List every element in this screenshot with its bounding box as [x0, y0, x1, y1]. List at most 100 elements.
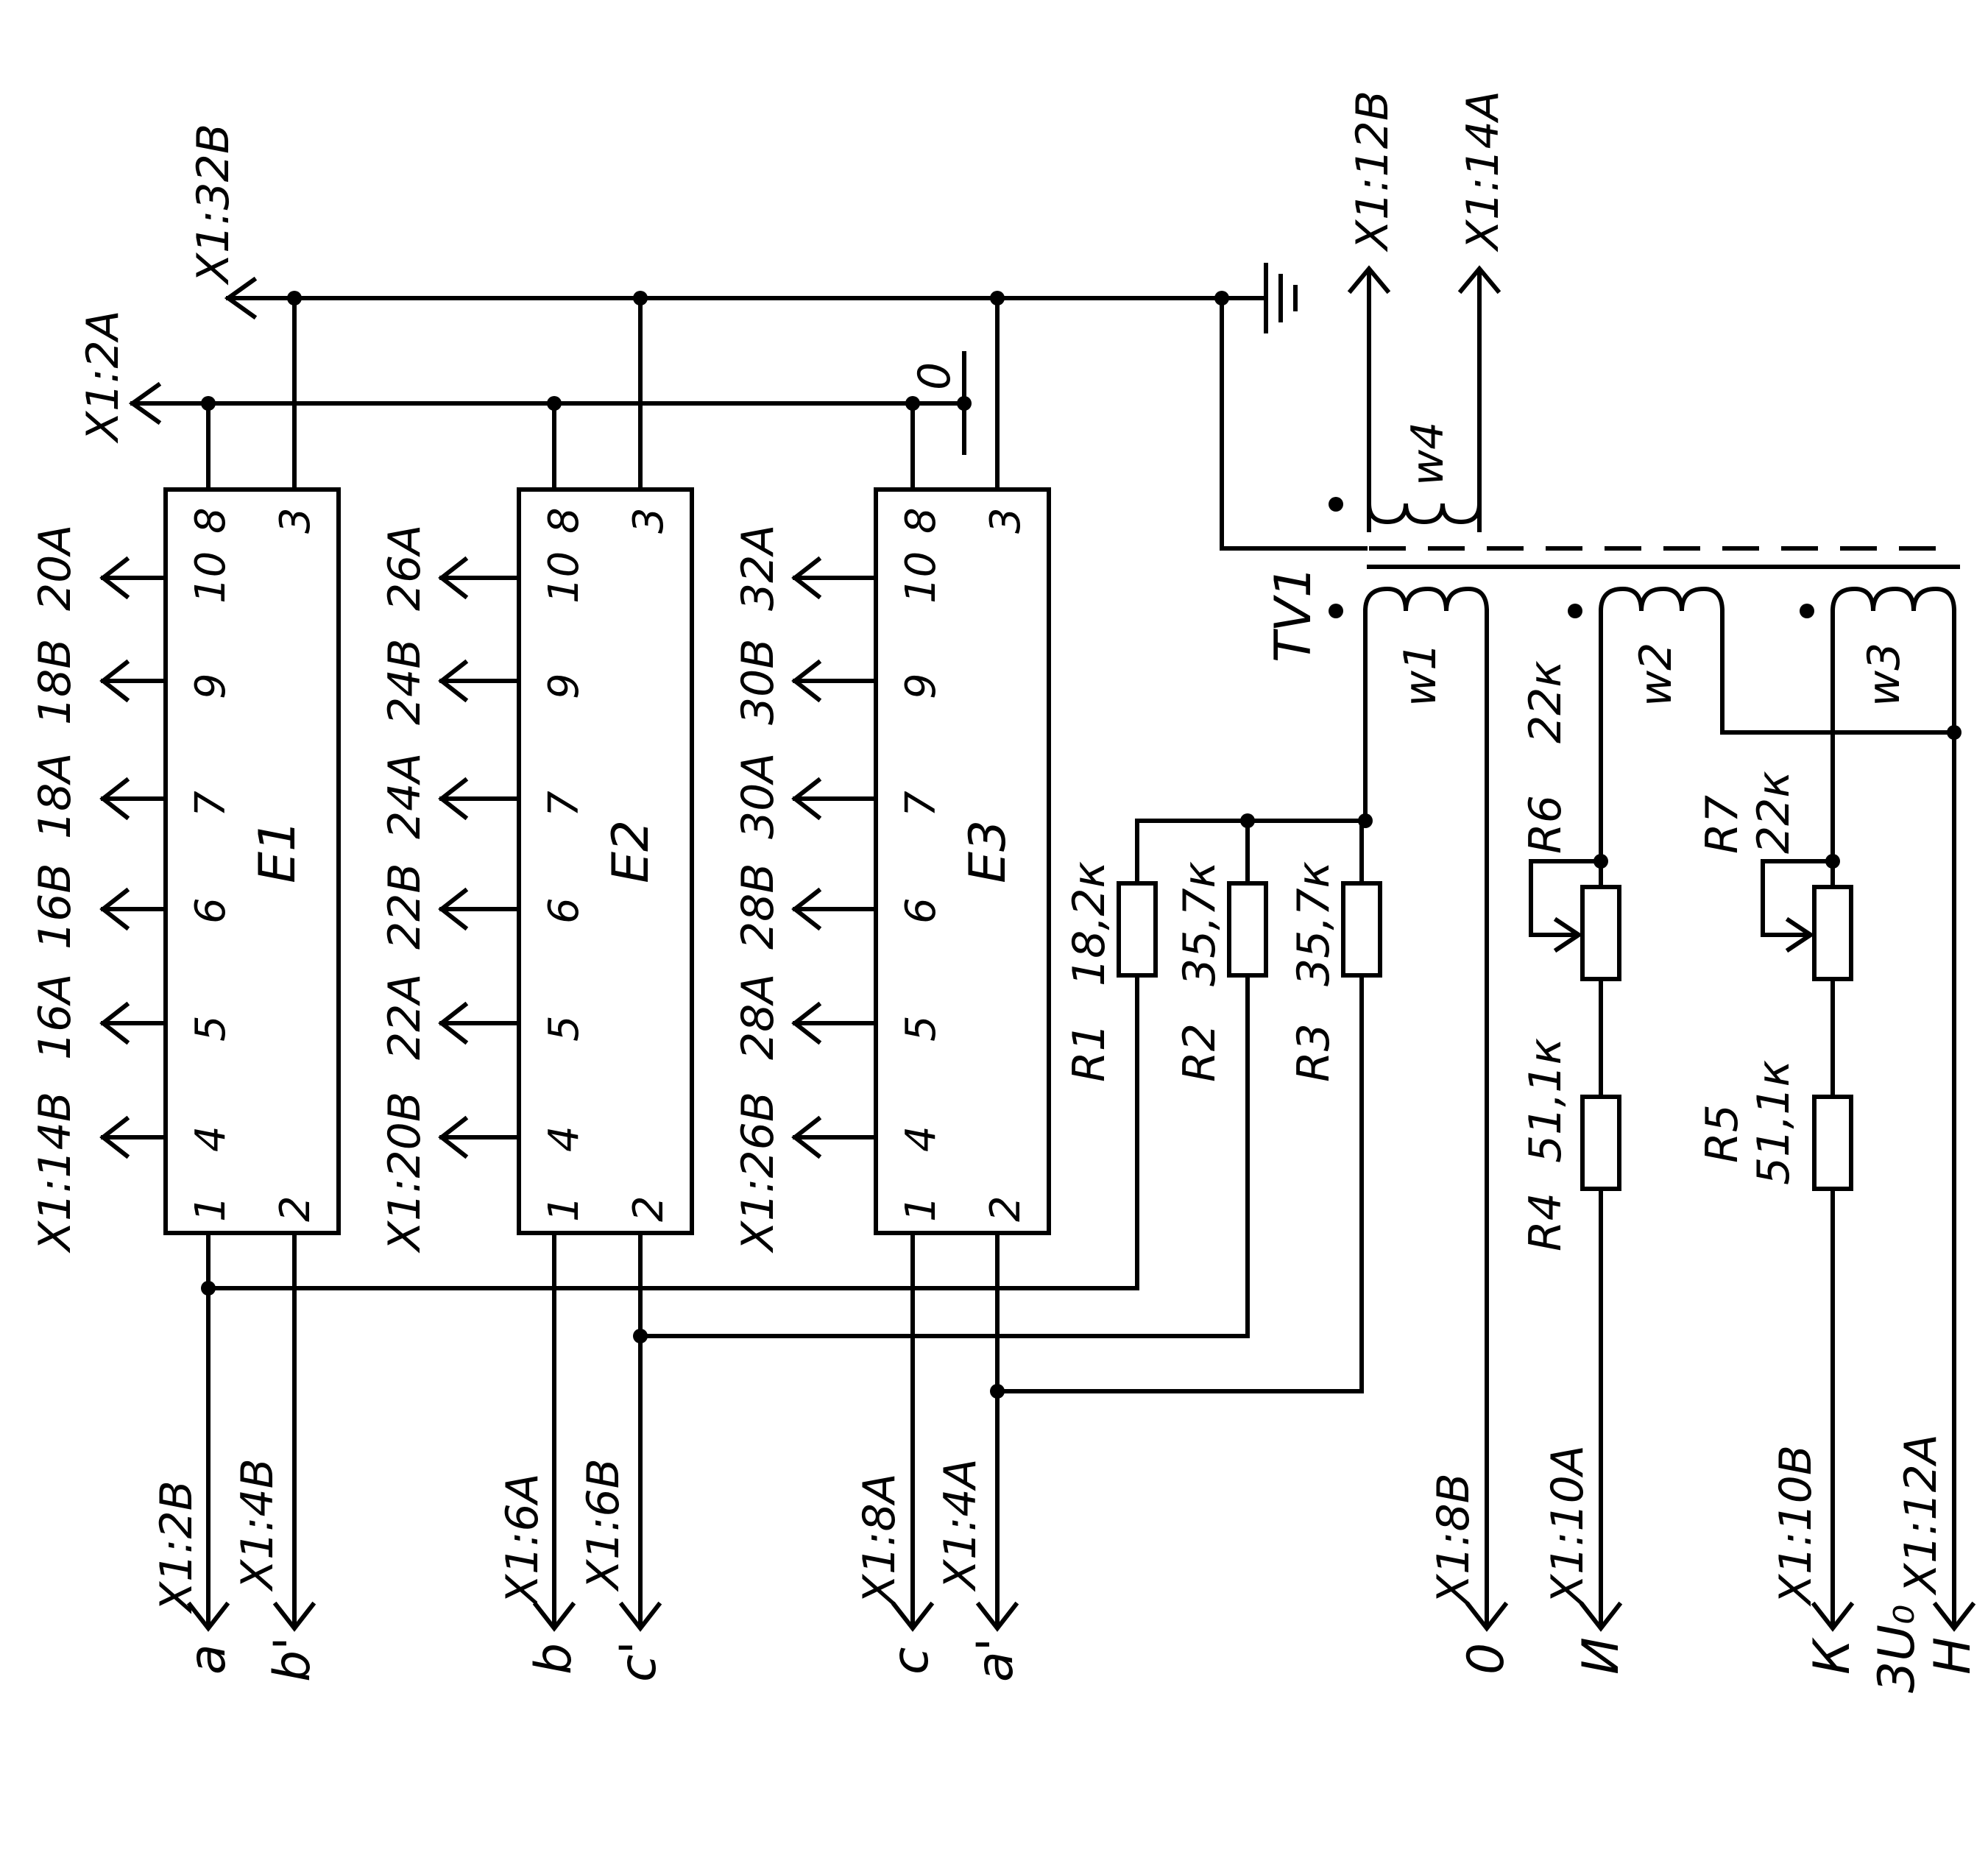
- pin-label-e3-6: 6: [897, 897, 945, 924]
- pin-label-e3-1: 1: [897, 1195, 945, 1222]
- pin-label-e3-9: 9: [897, 673, 945, 699]
- pin-label-e3-8: 8: [897, 507, 945, 534]
- phase-label-a: a: [179, 1644, 237, 1675]
- pin-label-e2-3: 3: [625, 507, 673, 534]
- conn-label-x1-2b: X1:2B: [151, 1480, 202, 1614]
- output-label-e1-4: X1:14B: [29, 1092, 81, 1254]
- resistor-name-r7: R7: [1697, 795, 1748, 854]
- block-e2: E2 8 3 10 9 7 6 5 4 1 2 X1:20B 22A 22B 2…: [379, 291, 694, 1629]
- output-label-e1-9: 18B: [29, 638, 81, 725]
- resistor-value-r1: 18,2к: [1064, 861, 1115, 986]
- pin-label-e2-6: 6: [540, 897, 588, 924]
- conn-label-x1-6a: X1:6A: [497, 1473, 548, 1607]
- output-label-e2-7: 24A: [379, 753, 431, 839]
- phase-label-b: b: [525, 1643, 583, 1675]
- phase-label-c: c: [882, 1647, 940, 1675]
- output-label-e1-6: 16B: [29, 863, 81, 950]
- winding-label-w4: w4: [1402, 422, 1454, 486]
- conn-label-x1-12a: X1:12A: [1895, 1434, 1947, 1596]
- output-x1-12b: X1:12B: [1347, 91, 1398, 252]
- interconnect-wires: [201, 291, 1373, 1399]
- pin-label-e1-2: 2: [272, 1195, 319, 1222]
- pin-label-e3-7: 7: [897, 791, 945, 817]
- pin-label-e3-3: 3: [982, 507, 1030, 534]
- label-zero: 0: [909, 362, 961, 390]
- phase-label-b-prime: b': [263, 1636, 322, 1682]
- conn-label-x1-8a: X1:8A: [854, 1473, 905, 1607]
- pin-label-e3-10: 10: [897, 551, 945, 604]
- pin-label-e1-1: 1: [187, 1195, 235, 1222]
- pin-label-e2-10: 10: [540, 551, 588, 604]
- pin-label-e2-5: 5: [540, 1015, 588, 1042]
- output-label-e2-4: X1:20B: [379, 1092, 431, 1254]
- resistor-r7: R7 22к: [1697, 771, 1853, 981]
- pin-label-e1-9: 9: [187, 673, 235, 699]
- resistor-name-r2: R2: [1174, 1023, 1225, 1082]
- output-x1-14a: X1:14A: [1457, 91, 1509, 252]
- pin-label-e1-3: 3: [272, 507, 319, 534]
- pin-label-e3-2: 2: [982, 1195, 1030, 1222]
- output-label-e1-10: 20A: [29, 525, 81, 611]
- resistor-r3: R3 35,7к: [1288, 861, 1382, 1082]
- phase-label-k: К: [1803, 1637, 1861, 1675]
- phase-label-a-prime: a': [966, 1638, 1025, 1682]
- resistor-value-r3: 35,7к: [1288, 861, 1340, 986]
- transformer-tv1: w4 X1:12B X1:14A TV1 w1 w2 w3: [1264, 91, 1962, 1629]
- resistor-r4: R4 51,1к: [1520, 1038, 1621, 1251]
- output-label-e2-6: 22B: [379, 863, 431, 950]
- resistor-r1: R1 18,2к: [1064, 861, 1158, 1082]
- output-label-e2-5: 22A: [379, 974, 431, 1060]
- output-label-e3-9: 30B: [732, 638, 784, 725]
- phase-label-i: И: [1572, 1637, 1630, 1675]
- pin-label-e1-7: 7: [187, 791, 235, 817]
- pin-label-e2-7: 7: [540, 791, 588, 817]
- pin-label-e1-8: 8: [187, 507, 235, 534]
- pin-label-e3-4: 4: [897, 1126, 945, 1152]
- resistor-name-r5: R5: [1697, 1104, 1748, 1163]
- conn-label-x1-10a: X1:10A: [1542, 1445, 1593, 1607]
- output-label-e2-10: 26A: [379, 525, 431, 611]
- resistor-value-r5: 51,1к: [1748, 1060, 1800, 1185]
- resistor-r6: R6 22к: [1520, 660, 1621, 981]
- phase-label-zero: 0: [1457, 1643, 1515, 1675]
- winding-label-w1: w1: [1395, 643, 1446, 707]
- top-bus-32b: [224, 263, 1298, 333]
- winding-label-w2: w2: [1630, 643, 1682, 707]
- block-label-e2: E2: [602, 820, 660, 883]
- pin-label-e2-8: 8: [540, 507, 588, 534]
- pin-label-e1-10: 10: [187, 551, 235, 604]
- phase-label-n: Н: [1924, 1637, 1982, 1675]
- output-label-e3-10: 32A: [732, 525, 784, 611]
- e3-output-arrows: [791, 556, 878, 1159]
- pin-label-e2-1: 1: [540, 1195, 588, 1222]
- output-label-e3-4: X1:26B: [732, 1092, 784, 1254]
- resistor-name-r1: R1: [1064, 1023, 1115, 1082]
- resistor-value-r4: 51,1к: [1520, 1038, 1571, 1163]
- output-label-e1-5: 16A: [29, 974, 81, 1060]
- pin-label-e3-5: 5: [897, 1015, 945, 1042]
- pin-label-e1-4: 4: [187, 1126, 235, 1152]
- phase-label-c-prime: c': [609, 1641, 668, 1682]
- pin-label-e2-4: 4: [540, 1126, 588, 1152]
- pin-label-e1-6: 6: [187, 897, 235, 924]
- resistor-value-r2: 35,7к: [1174, 861, 1225, 986]
- resistor-name-r4: R4: [1520, 1192, 1571, 1251]
- winding-label-w3: w3: [1858, 643, 1910, 707]
- e1-output-arrows: [99, 556, 168, 1159]
- label-3u0: 3U₀: [1868, 1605, 1926, 1693]
- block-label-e3: E3: [959, 820, 1017, 883]
- resistor-name-r3: R3: [1288, 1023, 1340, 1082]
- conn-label-x1-4a: X1:4A: [935, 1458, 986, 1592]
- pin-label-e1-5: 5: [187, 1015, 235, 1042]
- e2-output-arrows: [438, 556, 521, 1159]
- resistor-value-r7: 22к: [1748, 771, 1800, 854]
- block-label-e1: E1: [249, 820, 307, 883]
- conn-label-x1-4b: X1:4B: [232, 1458, 283, 1592]
- resistor-name-r6: R6: [1520, 795, 1571, 854]
- output-label-e3-5: 28A: [732, 974, 784, 1060]
- label-x1-2a: X1:2A: [77, 310, 129, 444]
- resistor-r5: R5 51,1к: [1697, 1060, 1853, 1191]
- output-label-e1-7: 18A: [29, 753, 81, 839]
- conn-label-x1-8b: X1:8B: [1428, 1473, 1479, 1607]
